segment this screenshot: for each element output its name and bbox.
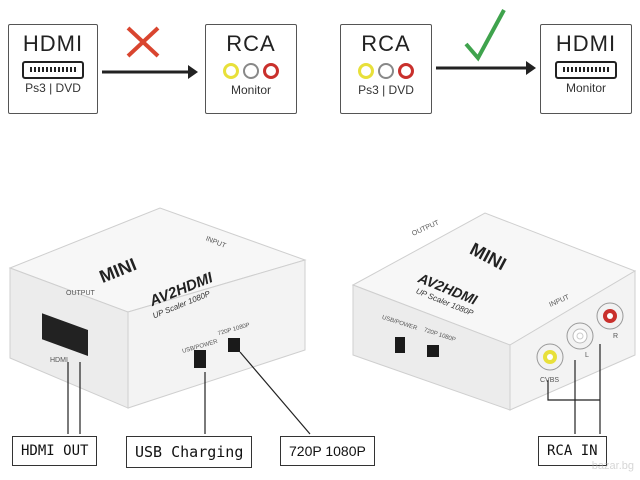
rca-monitor-title: RCA (226, 31, 276, 56)
r-label: R (613, 333, 618, 340)
rca-ports-icon (206, 63, 296, 79)
rca-source-sub: Ps3 | DVD (358, 83, 414, 97)
cvbs-label: CVBS (540, 377, 559, 384)
output-label: OUTPUT (66, 290, 96, 297)
device-input-side: MINI AV2HDMI UP Scaler 1080P OUTPUT INPU… (351, 212, 637, 411)
watermark: bazar.bg (591, 460, 634, 472)
l-label: L (585, 352, 589, 359)
device-output-side: MINI AV2HDMI UP Scaler 1080P INPUT OUTPU… (8, 207, 307, 409)
hdmi-out-callout: HDMI OUT (12, 436, 98, 466)
rca-monitor-card: RCA Monitor (205, 24, 297, 114)
hdmi-port-icon (555, 61, 617, 79)
checkmark-icon (464, 9, 506, 62)
usb-charging-callout: USB Charging (126, 436, 253, 468)
right-arrow-icon (436, 9, 536, 75)
usb-port-2 (395, 337, 405, 353)
rca-ports-icon (341, 63, 431, 79)
wrong-arrow-icon (102, 26, 198, 79)
resolution-switch (228, 338, 240, 352)
resolution-switch-2 (427, 345, 439, 357)
hdmi-source-sub: Ps3 | DVD (25, 81, 81, 95)
usb-port (194, 350, 206, 368)
rca-in-callout: RCA IN (538, 436, 607, 466)
hdmi-monitor-sub: Monitor (565, 81, 606, 95)
hdmi-source-title: HDMI (22, 31, 84, 56)
hdmi-output-port (42, 313, 88, 357)
resolution-callout: 720P 1080P (280, 436, 375, 466)
hdmi-monitor-title: HDMI (555, 31, 617, 56)
hdmi-port-icon (22, 61, 84, 79)
hdmi-label: HDMI (50, 357, 68, 364)
hdmi-monitor-card: HDMI Monitor (540, 24, 632, 114)
rca-source-title: RCA (361, 31, 411, 56)
hdmi-source-card: HDMI Ps3 | DVD (8, 24, 98, 114)
rca-source-card: RCA Ps3 | DVD (340, 24, 432, 114)
rca-monitor-sub: Monitor (230, 83, 271, 97)
